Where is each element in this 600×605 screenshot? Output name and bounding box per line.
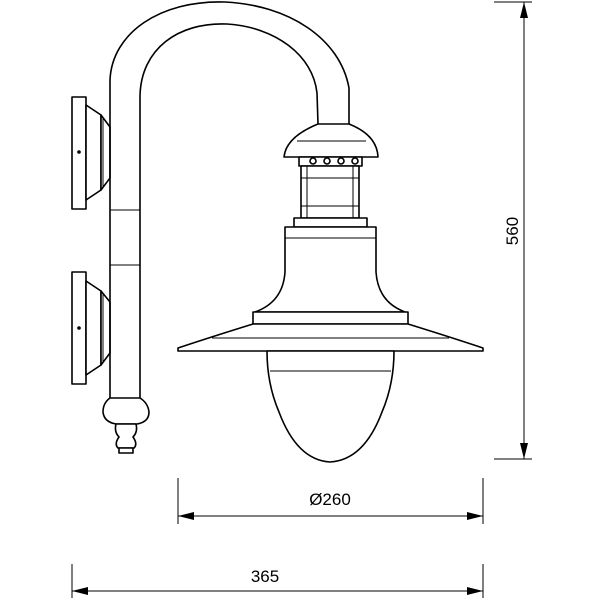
lamp-shade [177,323,484,352]
width-label: 365 [251,567,279,586]
swan-neck-arm [109,1,350,399]
glass-globe [266,350,395,463]
lamp-body [252,165,409,325]
height-dimension: 560 [494,1,532,460]
lower-wall-bracket [71,271,111,385]
vent-hole-4 [351,157,359,165]
height-label: 560 [503,217,522,245]
upper-screw-hole [77,150,81,154]
upper-wall-bracket [71,96,111,210]
arm-finial [102,397,150,454]
vent-hole-3 [337,157,345,165]
vent-hole-1 [309,157,317,165]
vent-hole-2 [323,157,331,165]
diameter-dimension: Ø260 [177,478,484,524]
width-dimension: 365 [71,564,484,598]
lamp-top-cap [283,123,379,167]
lower-screw-hole [77,326,81,330]
diameter-label: Ø260 [309,490,351,509]
